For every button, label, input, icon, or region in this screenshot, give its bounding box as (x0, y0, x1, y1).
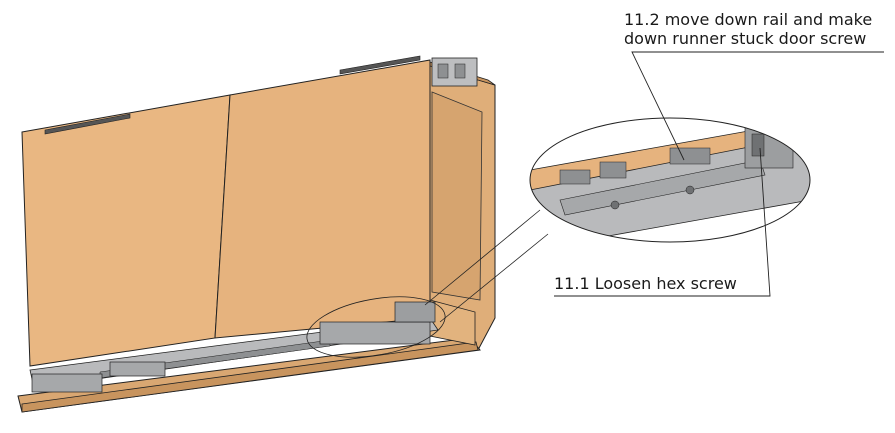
left-door-panel (21, 94, 231, 367)
zoom-connector-top (424, 209, 541, 306)
callout-11-2-line1: 11.2 move down rail and make (624, 10, 873, 29)
cabinet-inner-recess (431, 91, 483, 301)
leader-11-1 (554, 147, 771, 297)
detail-focus-ellipse (306, 296, 446, 358)
runner-left (31, 373, 103, 393)
callout-11-2-line2: down runner stuck door screw (624, 29, 867, 48)
zoom-ellipse-outline (529, 117, 811, 243)
leader-11-2 (631, 51, 884, 161)
cabinet-base-front (21, 341, 479, 413)
top-rail-right (339, 55, 421, 75)
zoom-detail (529, 117, 811, 243)
runner-middle (109, 361, 166, 377)
runner-right (319, 321, 431, 345)
right-door-panel (214, 59, 431, 339)
callout-11-1: 11.1 Loosen hex screw (554, 274, 737, 293)
sliding-doors (21, 55, 478, 367)
top-rail-left (44, 113, 131, 135)
bottom-rail-assembly (29, 301, 439, 393)
zoom-connector-bottom (439, 233, 549, 323)
